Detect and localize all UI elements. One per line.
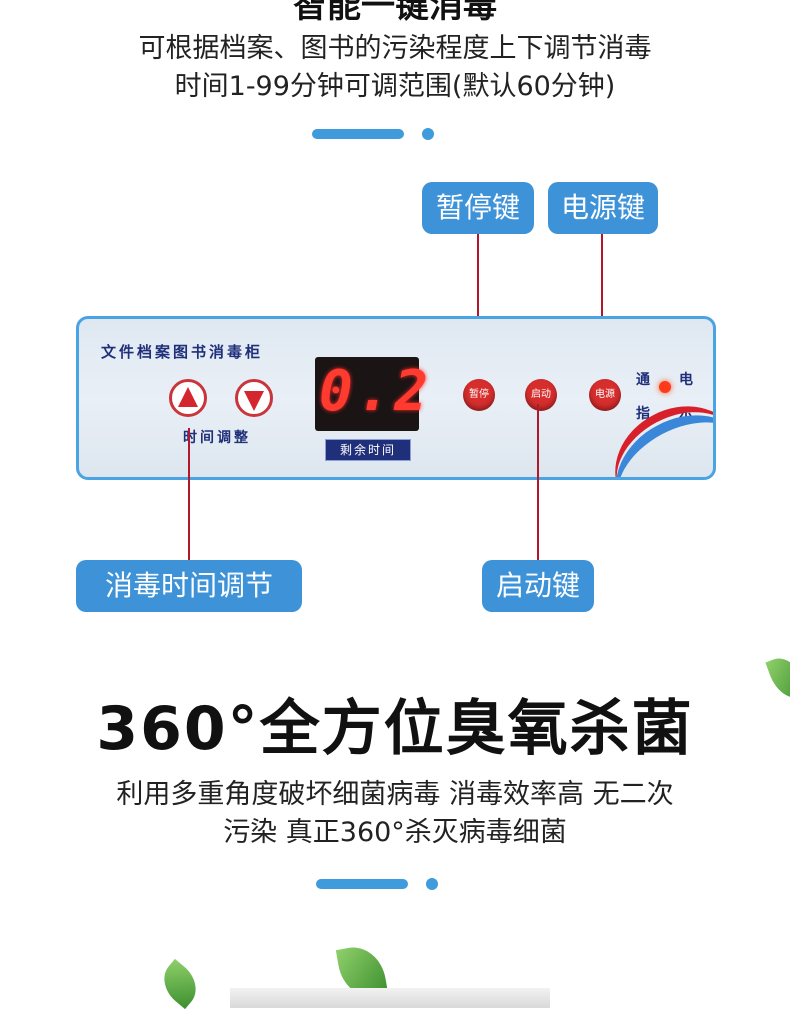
start-button[interactable]: 启动 (525, 379, 557, 411)
indicator-char-3: 指 (636, 406, 650, 422)
description-line-1: 可根据档案、图书的污染程度上下调节消毒 (138, 33, 652, 64)
section-title-ozone: 360°全方位臭氧杀菌 (96, 694, 694, 764)
triangle-up-icon (178, 387, 198, 407)
indicator-char-1: 通 (636, 372, 650, 388)
callout-power-key: 电源键 (548, 182, 658, 234)
divider-dot (422, 128, 434, 140)
leader-line-pause (477, 234, 479, 382)
divider-bar-2 (316, 879, 408, 889)
pause-button[interactable]: 暂停 (463, 379, 495, 411)
divider-bar (312, 129, 404, 139)
ozone-description-line-1: 利用多重角度破坏细菌病毒 消毒效率高 无二次 (116, 779, 674, 810)
description-line-2: 时间1-99分钟可调范围(默认60分钟) (174, 71, 616, 102)
remaining-time-display: 0.2 (315, 357, 433, 431)
leader-line-start (537, 404, 539, 562)
ozone-description-line-2: 污染 真正360°杀灭病毒细菌 (223, 817, 567, 848)
indicator-char-4: 示 (679, 406, 693, 422)
display-label: 剩余时间 (325, 439, 411, 461)
callout-time-adjust: 消毒时间调节 (76, 560, 302, 612)
product-top-edge (230, 988, 550, 1008)
control-panel: 文件档案图书消毒柜 时间调整 0.2 剩余时间 暂停 启动 电源 通 电 指 示 (76, 316, 716, 480)
leader-line-time-adjust (188, 428, 190, 562)
display-value: 0.2 (319, 359, 433, 424)
power-button[interactable]: 电源 (589, 379, 621, 411)
triangle-down-icon (244, 391, 264, 411)
leader-line-power (601, 234, 603, 382)
divider-dot-2 (426, 878, 438, 890)
leaf-decoration-bottom-2 (154, 958, 206, 1009)
time-down-button[interactable] (235, 379, 273, 417)
time-adjust-label: 时间调整 (183, 430, 251, 446)
time-up-button[interactable] (169, 379, 207, 417)
divider-dots (312, 128, 442, 140)
power-indicator-led (659, 381, 671, 393)
indicator-char-2: 电 (679, 372, 693, 388)
panel-brand-label: 文件档案图书消毒柜 (101, 343, 264, 361)
callout-start-key: 启动键 (482, 560, 594, 612)
callout-pause-key: 暂停键 (422, 182, 534, 234)
divider-dots-2 (316, 878, 446, 890)
section-title-partial: 智能一键消毒 (293, 0, 497, 26)
